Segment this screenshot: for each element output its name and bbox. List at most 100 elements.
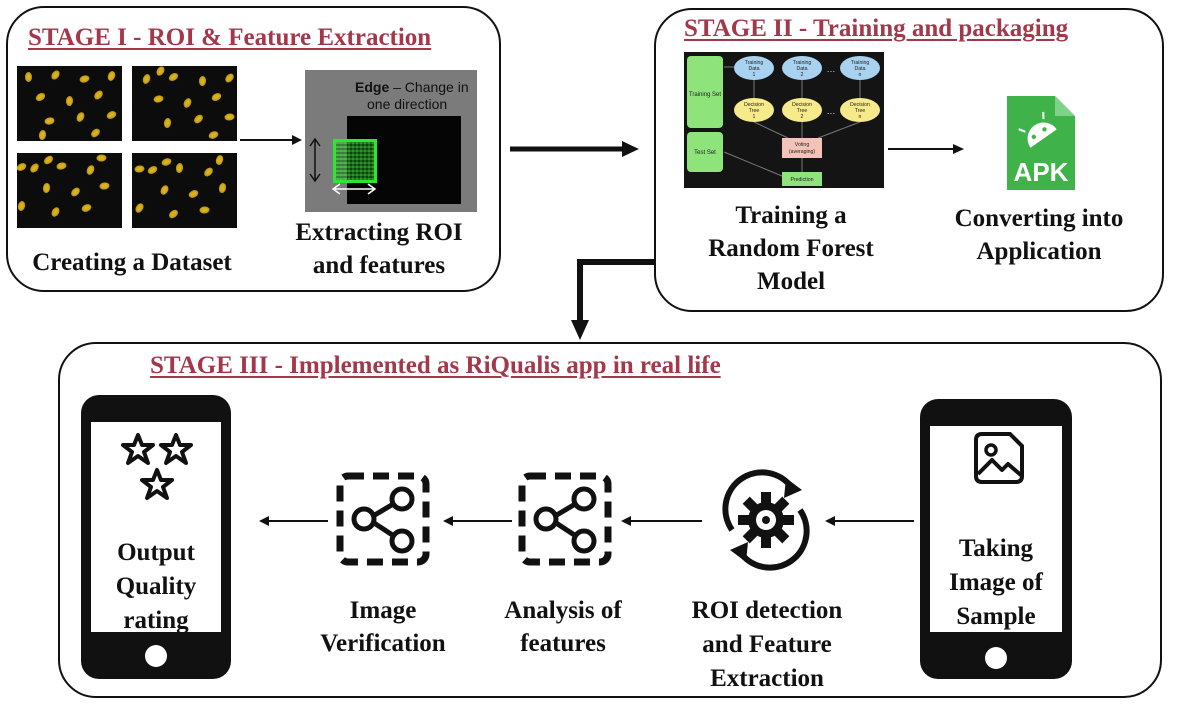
roi-caption: Extracting ROI and features [295, 219, 463, 279]
rice-grain [133, 201, 146, 215]
rf-tree-ellipsis: … [827, 106, 836, 116]
rf-tree-n-line1: Decision [850, 102, 870, 108]
rice-grain [159, 183, 170, 197]
rf-data-1-line2: Data [749, 66, 760, 72]
analysis-caption: Analysis of features [504, 597, 622, 657]
dataset-sample-image [132, 153, 237, 228]
rice-grain [160, 157, 173, 167]
rice-grain [210, 91, 223, 103]
rice-grain [78, 74, 91, 84]
rf-tree-n-line2: Tree [855, 108, 866, 114]
rf-data-n-line2: Data [855, 66, 866, 72]
rice-grain [214, 154, 225, 166]
roi-detection-gear-icon [722, 469, 810, 571]
rf-test-set-label: Test Set [694, 150, 716, 156]
arrow-roi-to-analysis [621, 516, 702, 526]
capture-phone-icon [920, 399, 1072, 679]
rice-grain [175, 162, 184, 174]
roi-window [333, 139, 377, 183]
rice-grain [163, 117, 172, 129]
rice-grain [65, 95, 74, 107]
rf-data-n-line1: Training [851, 60, 870, 66]
random-forest-diagram: Training Set Test Set Training Data 1 Tr… [684, 52, 884, 188]
rf-tree-1-line1: Decision [744, 102, 764, 108]
roi-feature-image: Edge – Change in one direction [305, 70, 477, 212]
rf-tree-2-line1: Decision [792, 102, 812, 108]
apk-caption: Converting into Application [954, 205, 1124, 265]
rf-prediction-label: Prediction [790, 177, 813, 183]
image-icon [974, 432, 1024, 484]
rice-grain [49, 68, 62, 82]
taking-image-caption: Taking Image of Sample [949, 535, 1043, 630]
rice-grain [38, 129, 47, 141]
rice-grain [106, 70, 117, 82]
arrow-capture-to-roi [825, 516, 914, 526]
rf-data-n-line3: n [859, 72, 862, 78]
rice-grain [146, 164, 159, 176]
rice-grain [25, 72, 32, 82]
rf-data-2-line1: Training [793, 60, 812, 66]
stage1-title: STAGE I - ROI & Feature Extraction [28, 24, 432, 51]
rice-grain [50, 205, 61, 219]
rf-tree-1-line3: 1 [753, 114, 756, 120]
rice-grain [75, 110, 86, 124]
apk-badge-text: APK [1014, 157, 1069, 187]
stage2-title: STAGE II - Training and packaging [684, 15, 1069, 42]
rice-grain [34, 91, 47, 103]
rf-data-ellipsis: … [827, 64, 836, 74]
rice-grain [55, 161, 68, 171]
rf-data-2-line3: 2 [801, 72, 804, 78]
rice-grain [202, 165, 215, 179]
rice-grain [105, 109, 118, 121]
rice-grain [96, 154, 107, 162]
rice-grain [223, 71, 236, 85]
image-verification-share-icon [336, 472, 430, 566]
rice-grain [141, 73, 152, 85]
rf-tree-1-line2: Tree [749, 108, 760, 114]
dataset-sample-image [132, 66, 237, 141]
rice-grain [99, 181, 110, 191]
horizontal-arrow-icon [331, 183, 377, 195]
arrow-stage2-to-stage3 [571, 259, 656, 340]
rice-grain [182, 96, 193, 110]
rice-grain [154, 66, 167, 78]
rf-data-1-line1: Training [745, 60, 764, 66]
rf-caption: Training a Random Forest Model [708, 202, 874, 295]
rice-grain [17, 200, 27, 212]
rf-tree-n-line3: n [859, 114, 862, 120]
arrow-dataset-to-roi [240, 135, 302, 145]
dataset-sample-image [17, 66, 122, 141]
rice-grain [42, 154, 55, 166]
arrow-analysis-to-verification [443, 516, 512, 526]
rice-grain [207, 129, 220, 141]
rice-grain [43, 116, 56, 126]
arrow-stage1-to-stage2 [510, 141, 639, 157]
rice-grain [80, 202, 93, 214]
rf-data-1-line3: 1 [753, 72, 756, 78]
vertical-arrow-icon [309, 137, 321, 183]
verification-caption: Image Verification [320, 597, 446, 657]
rice-grain [218, 182, 227, 194]
rice-grain [69, 185, 82, 199]
rf-voting-line1: Voting [795, 142, 810, 148]
rice-grain [92, 88, 105, 102]
stage3-title: STAGE III - Implemented as RiQualis app … [150, 352, 721, 379]
rice-grain [198, 75, 207, 87]
rice-grain [192, 113, 205, 125]
stars-icon [121, 433, 193, 500]
feature-analysis-share-icon [518, 472, 612, 566]
arrow-verification-to-output [259, 516, 328, 526]
rice-grain [187, 188, 200, 200]
output-caption: Output Quality rating [115, 539, 197, 634]
rice-grain [17, 161, 28, 173]
rice-grain [167, 208, 180, 220]
rice-grain [167, 71, 180, 83]
rf-tree-2-line2: Tree [797, 108, 808, 114]
rice-grain [89, 127, 102, 139]
dataset-caption: Creating a Dataset [32, 249, 232, 276]
rice-grain [224, 112, 235, 122]
rf-data-2-line2: Data [797, 66, 808, 72]
rice-grain [85, 164, 96, 176]
rice-grain [152, 94, 165, 104]
arrow-model-to-apk [888, 144, 964, 154]
